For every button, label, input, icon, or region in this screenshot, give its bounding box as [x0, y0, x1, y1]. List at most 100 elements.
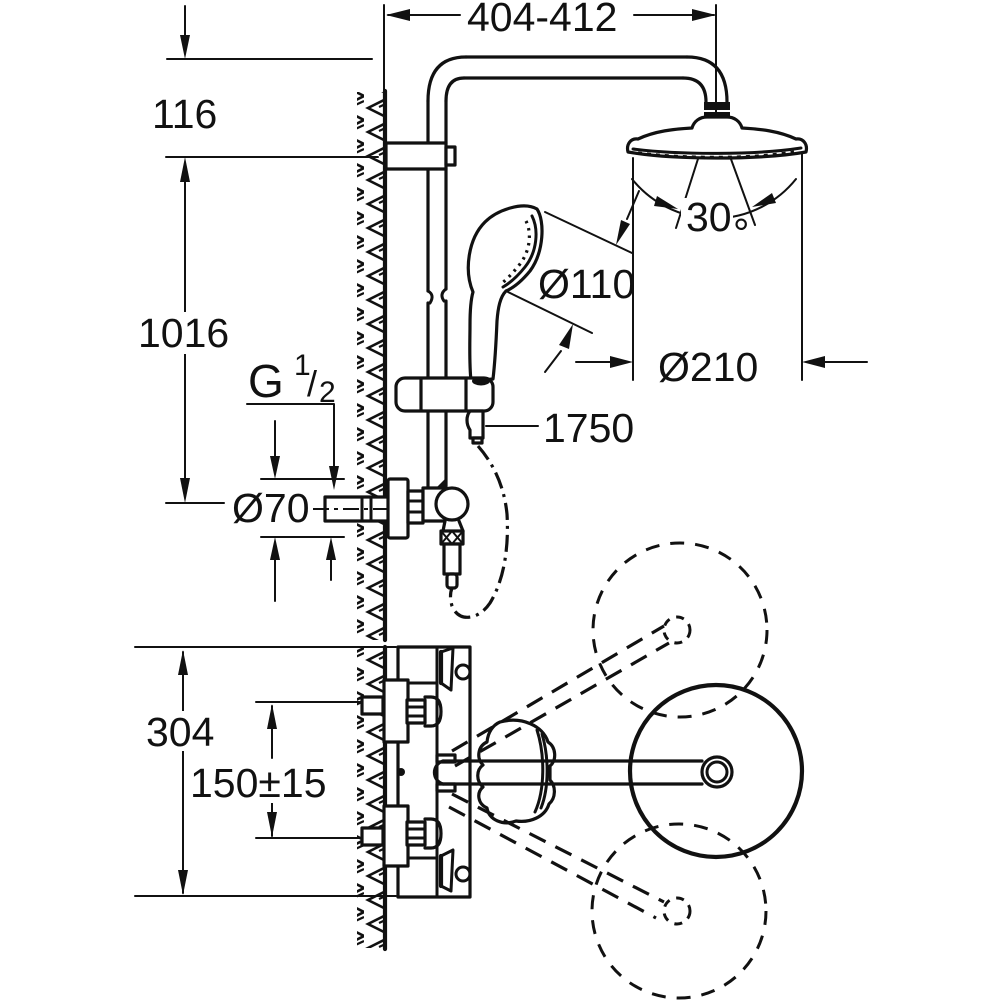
ball-joint-band — [704, 102, 730, 110]
wall-hatching — [357, 92, 385, 640]
hand-shower-nozzles — [499, 220, 531, 286]
degree-symbol: ° — [733, 210, 749, 256]
label-escutcheon-diameter: Ø70 — [232, 485, 310, 531]
arrowhead — [559, 324, 573, 349]
arrowhead — [267, 812, 277, 837]
label-backing — [681, 198, 733, 234]
arrowhead — [270, 537, 280, 560]
arrowhead — [180, 478, 190, 503]
dimension-rail-height — [165, 179, 225, 504]
slider-dividers — [419, 377, 468, 412]
valve-knob — [434, 486, 470, 522]
inlet-escutcheon — [382, 678, 410, 744]
label-top-width: 404-412 — [467, 0, 617, 40]
hex-facets — [405, 827, 427, 840]
valve-stop-tab — [437, 479, 446, 487]
head-shower-raised-position — [591, 541, 769, 719]
inlet-wall-plug — [360, 826, 385, 847]
valve-escutcheon — [386, 477, 410, 540]
arrowhead — [270, 456, 280, 479]
extension-line — [507, 291, 593, 334]
arrowhead — [802, 356, 825, 368]
hose-ferrule — [442, 542, 462, 576]
arrowhead — [180, 35, 190, 59]
hex-facets — [405, 705, 427, 718]
arrowhead — [610, 356, 633, 368]
handle-button — [454, 865, 472, 883]
swivel-positions — [448, 541, 769, 1000]
arm-lines — [441, 759, 704, 786]
inlet-hex-nut — [405, 698, 427, 725]
union-nut — [406, 489, 425, 525]
wall-front — [357, 644, 388, 952]
dimension-head-shower-diameter — [575, 143, 868, 381]
arm-end-ring-outer — [700, 755, 734, 789]
inlet-escutcheon — [382, 804, 410, 868]
dimension-labels: 404-412 116 1016 G 1 / 2 Ø70 Ø110 Ø210 3… — [134, 0, 758, 806]
label-rail-height: 1016 — [138, 310, 229, 356]
shower-hose — [448, 444, 509, 619]
hand-shower-body — [466, 204, 544, 383]
arrowhead — [267, 704, 277, 729]
hose-outlet-tip — [471, 436, 484, 445]
spray-face-line — [631, 146, 803, 155]
inlet-dome — [423, 817, 443, 850]
label-head-offset: 116 — [152, 91, 217, 137]
wall-side — [357, 88, 388, 643]
arrowhead — [326, 537, 336, 560]
union-nut-facets — [406, 499, 425, 514]
slider-holder — [394, 376, 495, 445]
arrowhead — [692, 9, 716, 21]
arm-bend — [426, 55, 468, 103]
shower-arm-front — [432, 682, 805, 860]
arm-end-raised — [662, 615, 692, 645]
hose-ferrule-tip — [445, 572, 459, 590]
shower-arm-pipe — [384, 55, 729, 490]
handle-button — [454, 663, 472, 681]
hose-union-knurl — [440, 530, 464, 545]
arm-bend — [685, 55, 729, 104]
hand-shower-rim-lines — [533, 728, 549, 814]
handle-socket-shadow — [472, 376, 490, 386]
wall-bracket — [384, 141, 448, 171]
hand-shower-front — [476, 718, 557, 825]
inlet-wall-plug — [360, 695, 385, 716]
thermostat-body — [360, 645, 472, 899]
leader-line — [246, 403, 335, 467]
arrowhead — [180, 157, 190, 182]
arrowhead — [654, 196, 678, 209]
arrowhead — [386, 9, 410, 21]
label-hose-length: 1750 — [543, 405, 634, 451]
label-thread: G 1 / 2 — [248, 338, 336, 409]
label-hand-shower-diameter: Ø110 — [538, 261, 635, 307]
supply-pipe-nut — [360, 495, 373, 523]
dimension-top-width — [383, 4, 717, 113]
dimension-inlet-distance — [255, 701, 369, 839]
dimension-hand-shower-diameter — [507, 190, 640, 373]
dimension-head-offset — [165, 5, 379, 182]
label-head-shower-diameter: Ø210 — [658, 344, 758, 390]
arm-bend — [444, 76, 466, 103]
riser-rail — [426, 99, 448, 490]
extension-line — [544, 211, 633, 254]
label-inlet-distance: 150±15 — [190, 760, 327, 806]
arrowhead — [178, 650, 188, 675]
wall-bracket-tab — [444, 145, 457, 167]
wall-hatching — [357, 648, 385, 948]
inlet-hex-nut — [405, 820, 427, 847]
dimension-body-height — [134, 646, 397, 897]
label-backing — [134, 312, 234, 354]
hose-union — [439, 529, 465, 546]
arm-bend — [681, 76, 708, 104]
label-backing — [186, 759, 338, 803]
valve-outlet-neck — [441, 519, 465, 533]
hand-shower-rim — [501, 214, 538, 289]
hand-shower-outline — [476, 718, 557, 825]
arm-end-lowered — [662, 896, 692, 926]
label-backing — [142, 711, 224, 751]
dimension-escutcheon-diameter — [260, 420, 345, 602]
head-shower-dome — [625, 115, 809, 160]
head-shower — [625, 102, 809, 160]
